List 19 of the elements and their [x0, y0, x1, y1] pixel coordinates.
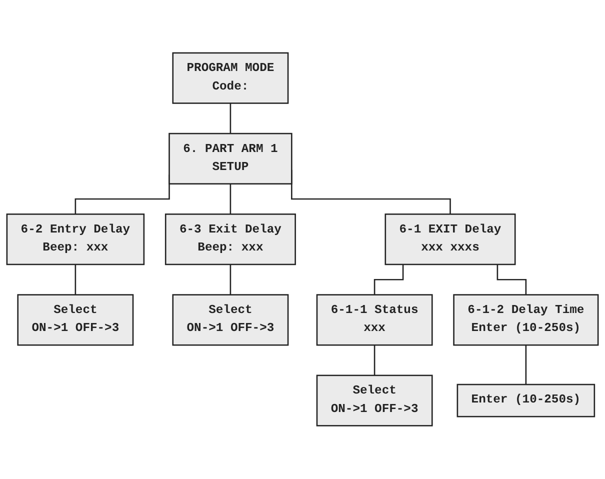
- node-box: Select ON->1 OFF->3: [172, 294, 289, 346]
- connector: [525, 345, 527, 386]
- connector: [230, 103, 232, 134]
- node-box: 6-1-2 Delay Time Enter (10-250s): [453, 294, 599, 346]
- connector: [230, 184, 232, 216]
- connector: [74, 264, 76, 296]
- node-box: 6. PART ARM 1 SETUP: [168, 133, 292, 185]
- connector: [230, 264, 232, 296]
- node-box: 6-2 Entry Delay Beep: xxx: [6, 214, 145, 266]
- node-box: 6-1-1 Status xxx: [316, 294, 433, 346]
- node-box: 6-3 Exit Delay Beep: xxx: [164, 214, 296, 266]
- connector: [374, 264, 404, 296]
- connector: [374, 345, 376, 376]
- node-box: Select ON->1 OFF->3: [316, 374, 433, 427]
- connector: [496, 264, 527, 296]
- node-box: 6-1 EXIT Delay xxx xxxs: [384, 214, 516, 266]
- node-box: Enter (10-250s): [456, 384, 596, 418]
- node-box: PROGRAM MODE Code:: [172, 52, 289, 104]
- node-box: Select ON->1 OFF->3: [17, 294, 134, 346]
